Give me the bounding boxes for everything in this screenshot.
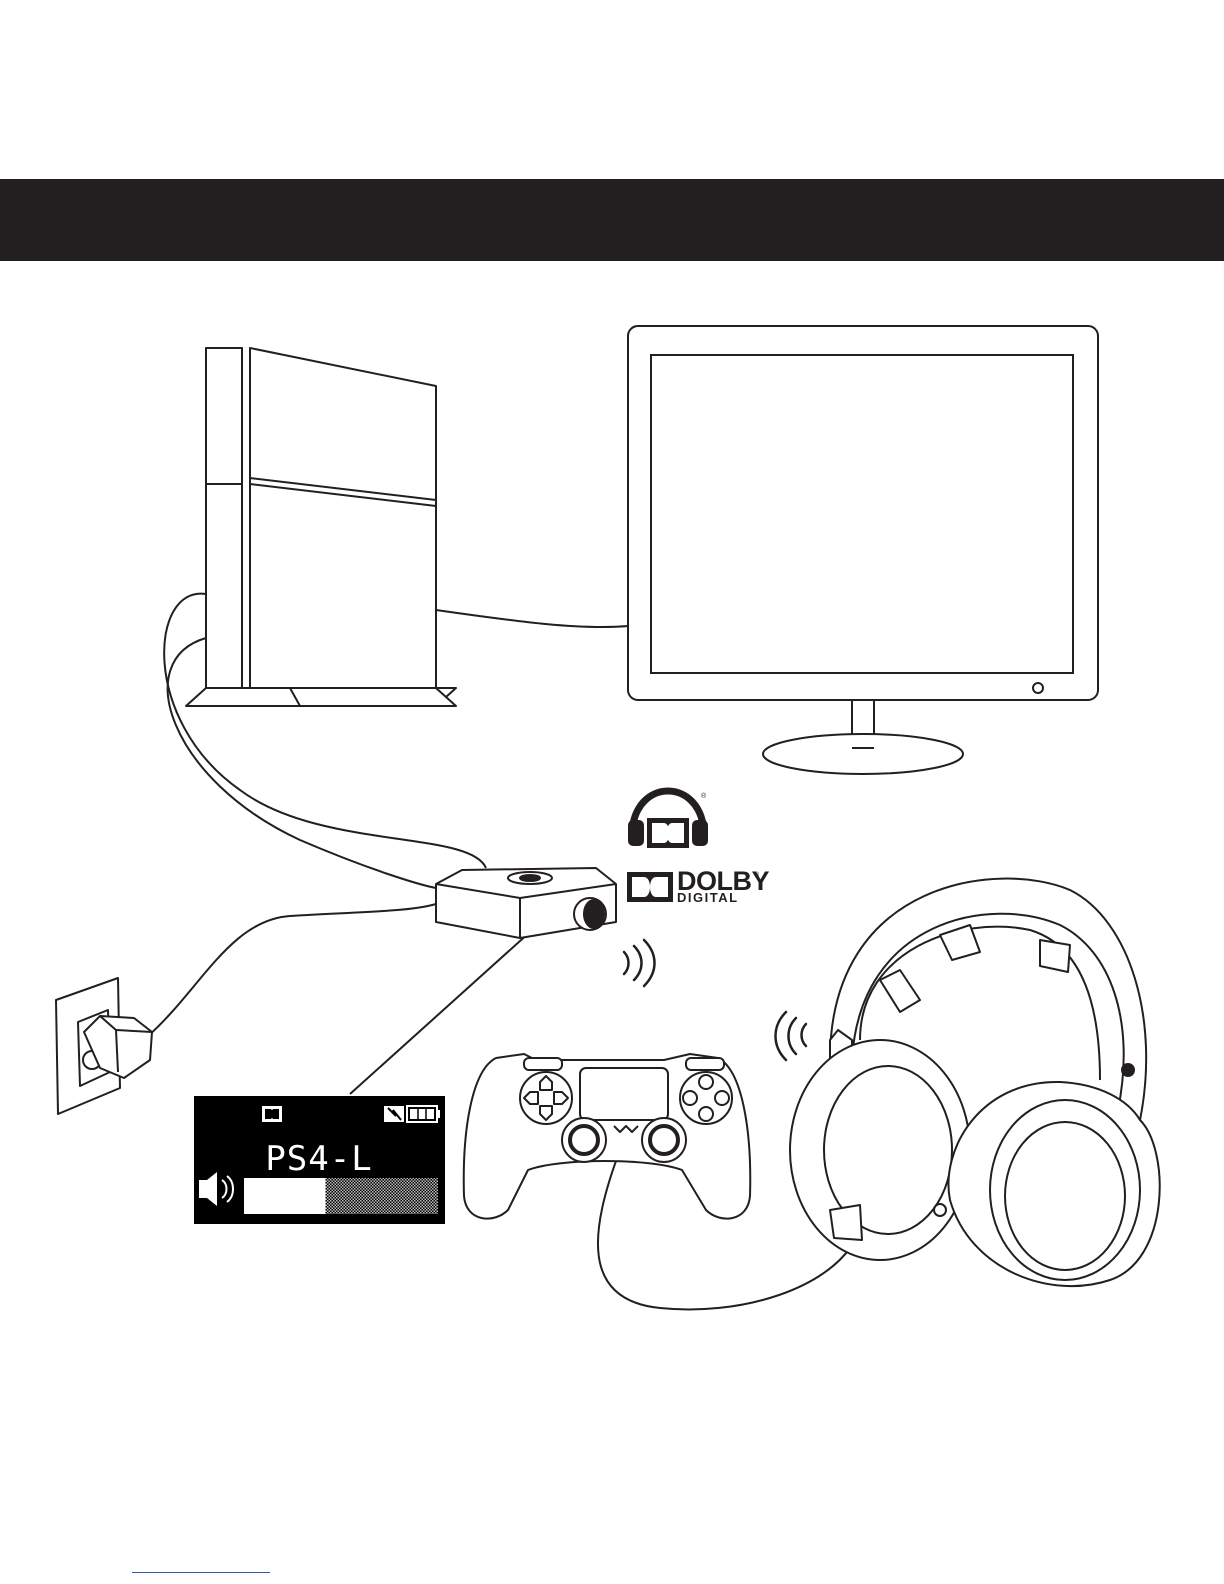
transmitter-display: PS4-L — [194, 1096, 445, 1224]
dolby-trademark: ® — [754, 871, 760, 879]
power-cable — [148, 904, 436, 1036]
transmitter-signal-icon — [624, 940, 655, 986]
volume-fill — [244, 1178, 326, 1214]
hdmi-cable — [436, 610, 628, 627]
display-wireless-icon — [384, 1106, 404, 1122]
transmitter-base — [436, 868, 616, 938]
dolby-digital-logo: DOLBY ® DIGITAL — [627, 866, 769, 905]
headset-signal-icon — [776, 1012, 807, 1060]
dolby-sub: DIGITAL — [677, 890, 739, 905]
display-source-name: PS4-L — [265, 1139, 372, 1179]
footer-rule — [132, 1572, 270, 1573]
ps4-controller — [464, 1054, 750, 1219]
tv-monitor — [628, 326, 1098, 774]
ps4-console — [186, 348, 456, 706]
wireless-headset — [790, 879, 1160, 1287]
dolby-headphone-logo: ® — [628, 791, 708, 848]
display-dolby-icon — [262, 1106, 282, 1122]
headphone-mark: ® — [701, 792, 707, 800]
